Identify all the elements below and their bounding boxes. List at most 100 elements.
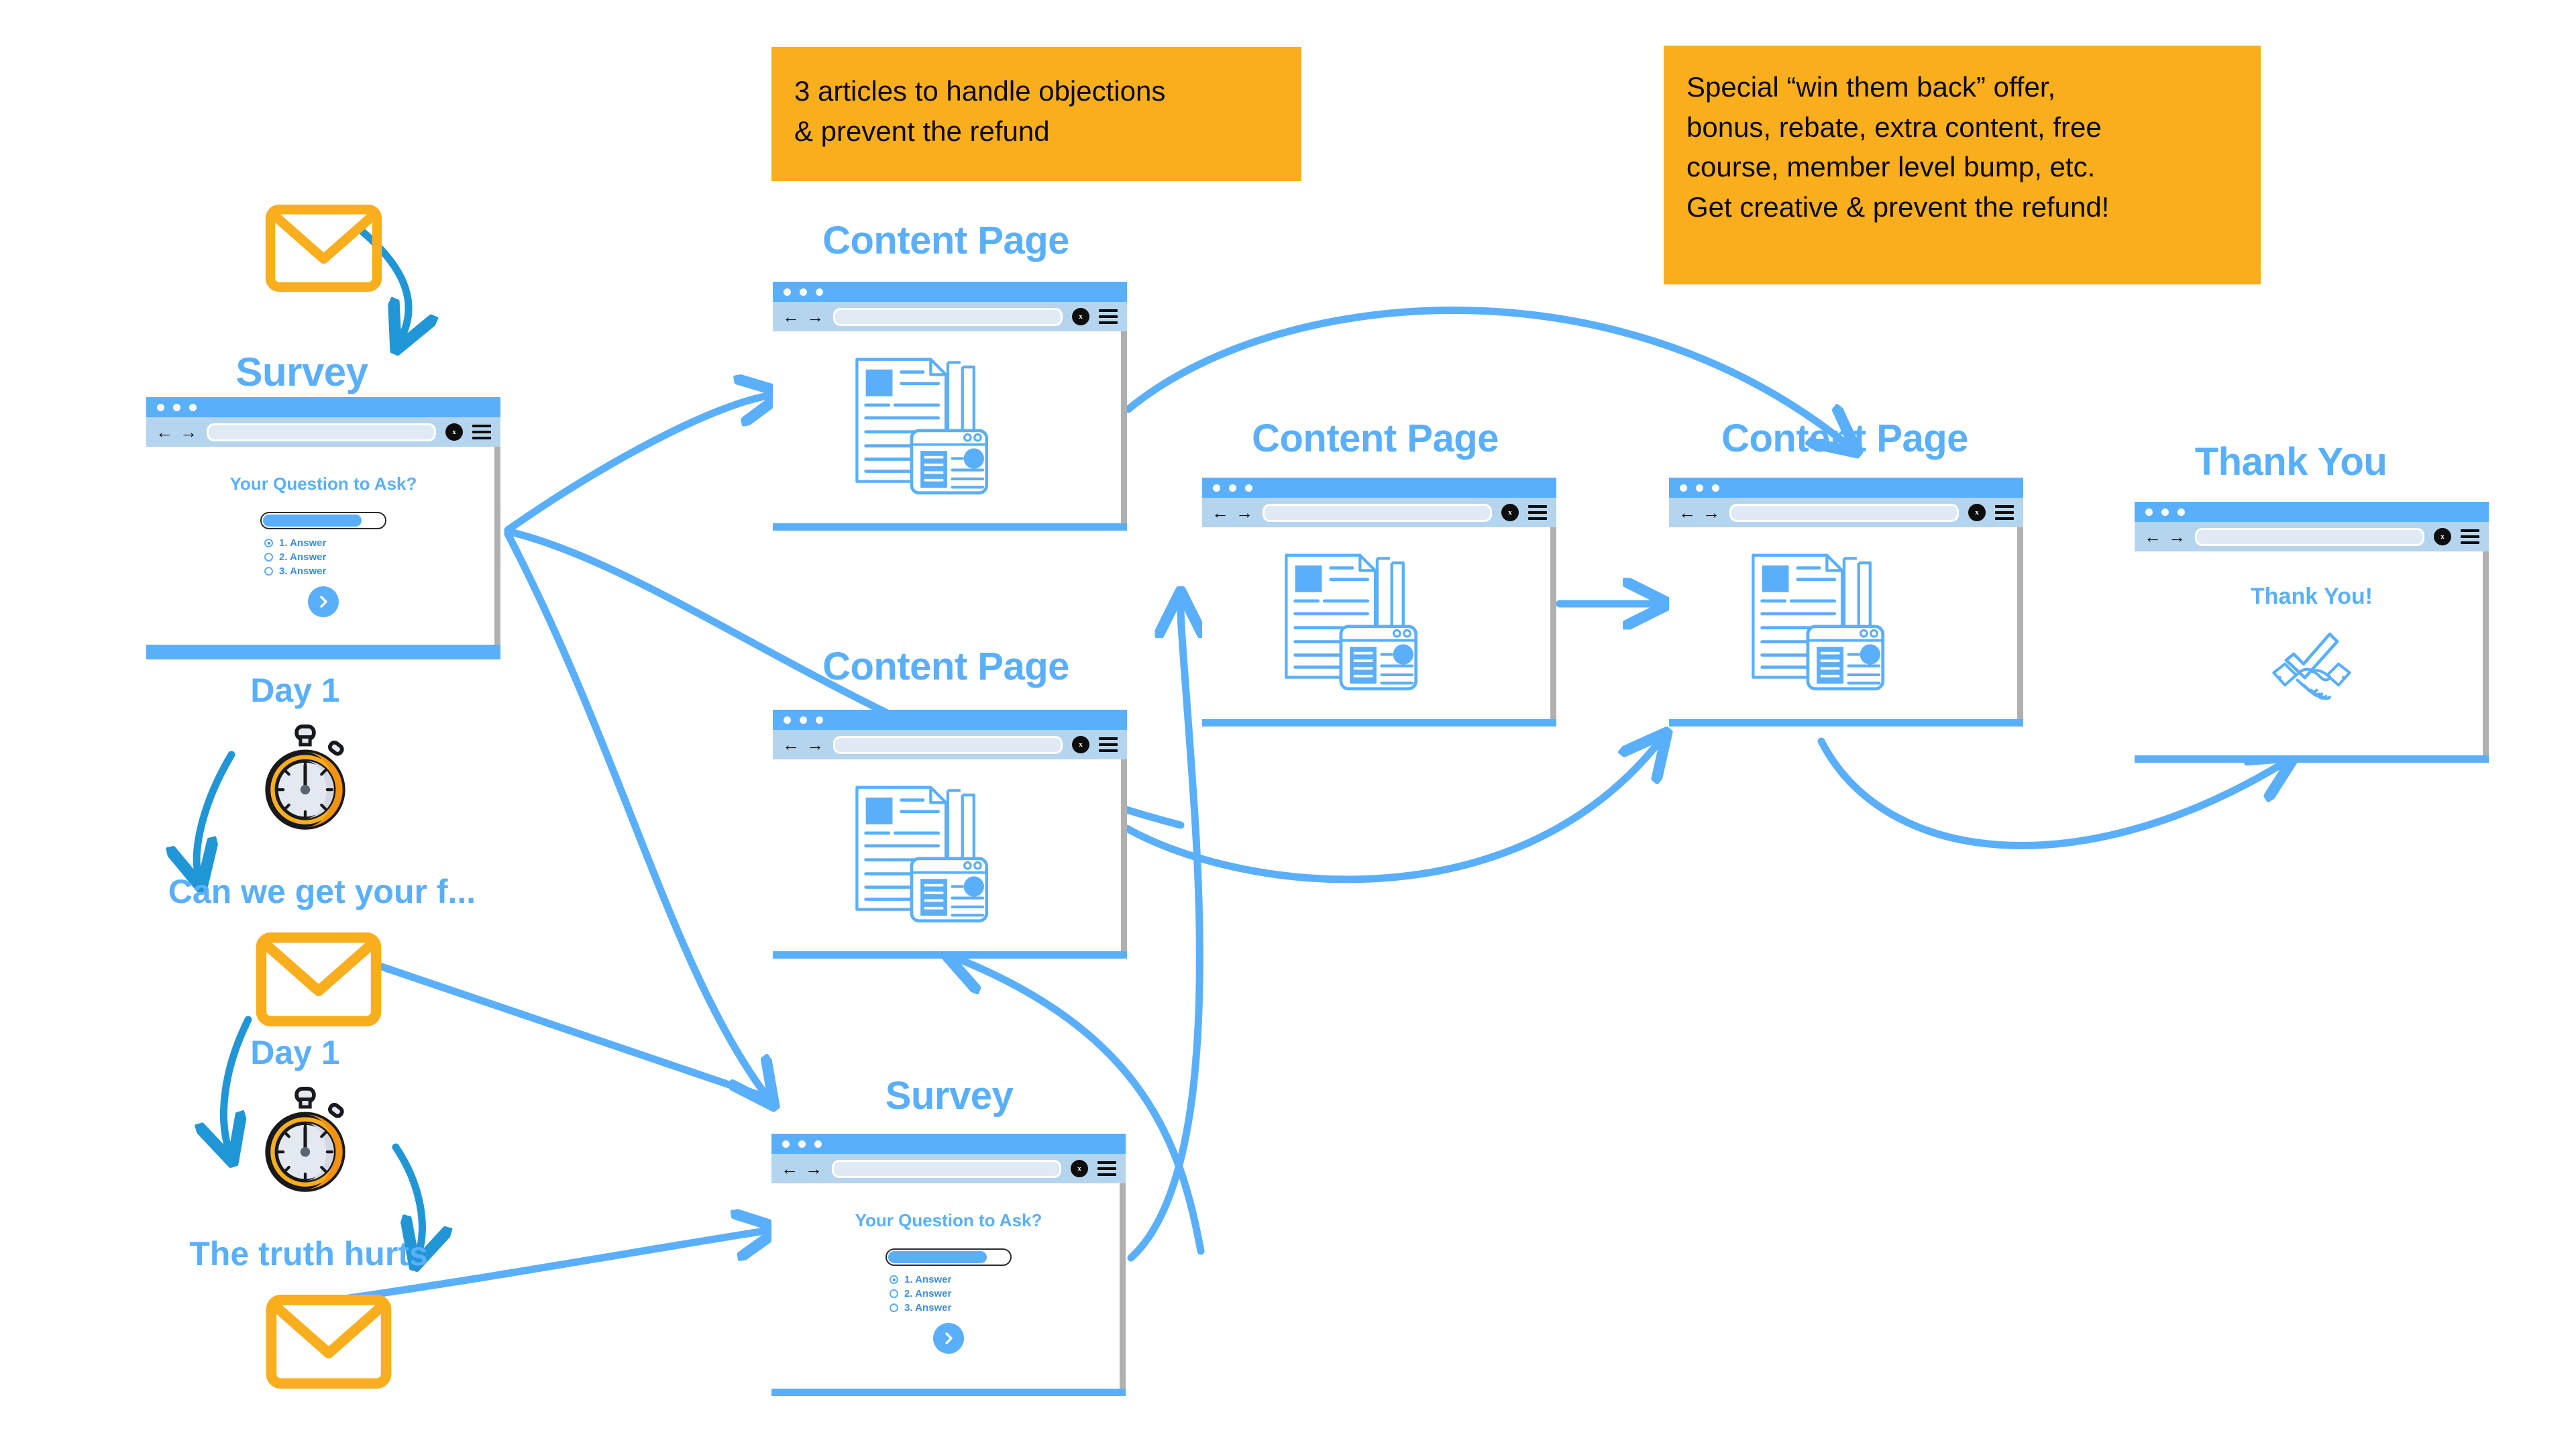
arrow-left-icon[interactable]: ← [156,422,173,442]
browser-window-content-3[interactable]: ← → x [1202,478,1556,719]
browser-window-survey-bottom[interactable]: ← → x Your Question to Ask? 1. Answer 2.… [771,1134,1126,1389]
node-title-thank-you: Thank You [2194,440,2387,484]
survey-progress-fill [888,1251,987,1263]
window-dot-green [816,716,823,724]
arrow-left-icon[interactable]: ← [1212,502,1229,523]
window-scroll-edge[interactable] [2017,527,2023,719]
window-titlebar [1202,478,1556,498]
close-icon[interactable]: x [1071,1160,1088,1177]
radio-icon-selected[interactable] [890,1275,898,1284]
browser-window-thank-you[interactable]: ← → x Thank You! [2135,502,2489,755]
arrow-left-icon[interactable]: ← [782,735,800,755]
radio-icon[interactable] [264,567,273,576]
window-toolbar: ← → x [771,1154,1126,1183]
node-title-survey-bottom: Survey [885,1074,1014,1118]
window-dot-yellow [2161,508,2169,516]
address-bar-input[interactable] [1263,503,1492,522]
arrow-left-icon[interactable]: ← [1678,502,1696,523]
hamburger-menu-icon[interactable] [1097,1161,1116,1176]
survey-next-button[interactable] [933,1323,964,1354]
arrow-right-icon[interactable]: → [806,307,824,327]
window-viewport [773,331,1127,523]
arrow-right-icon[interactable]: → [806,735,824,755]
radio-icon[interactable] [890,1289,898,1298]
hamburger-menu-icon[interactable] [1528,505,1547,520]
survey-progress-slider[interactable] [260,512,386,529]
window-scroll-edge[interactable] [1550,527,1556,719]
window-scroll-edge[interactable] [2483,551,2489,755]
hamburger-menu-icon[interactable] [1995,505,2014,520]
window-dot-yellow [1229,484,1236,492]
browser-window-content-4[interactable]: ← → x [1669,478,2023,719]
window-dot-green [189,403,197,411]
arrow-right-icon[interactable]: → [1703,502,1720,523]
window-viewport: Your Question to Ask? 1. Answer 2. Answe… [146,447,500,652]
close-icon[interactable]: x [445,423,463,441]
document-stack-icon [1285,553,1418,691]
survey-answer-label: 2. Answer [279,551,327,563]
arrow-right-icon[interactable]: → [180,422,197,442]
window-baseline-content-4 [1669,719,2023,727]
hamburger-menu-icon[interactable] [1099,737,1118,752]
window-dot-red [1680,484,1687,492]
window-dot-red [784,288,791,296]
radio-icon-selected[interactable] [264,539,273,547]
address-bar-input[interactable] [1729,503,1959,522]
step-label-subject-1: Can we get your f... [168,873,476,910]
close-icon[interactable]: x [1072,736,1089,753]
window-scroll-edge[interactable] [1121,331,1127,523]
window-titlebar [146,397,500,417]
browser-window-content-2[interactable]: ← → x [773,710,1127,951]
survey-progress-slider[interactable] [885,1248,1012,1266]
address-bar-input[interactable] [832,1159,1061,1178]
survey-answer-1[interactable]: 1. Answer [890,1274,1126,1285]
survey-answer-1[interactable]: 1. Answer [264,537,500,549]
hamburger-menu-icon[interactable] [1099,309,1118,324]
arrow-left-icon[interactable]: ← [782,307,800,327]
note-articles: 3 articles to handle objections & preven… [771,47,1301,181]
arrow-right-icon[interactable]: → [1236,502,1253,523]
survey-answer-3[interactable]: 3. Answer [890,1302,1126,1313]
close-icon[interactable]: x [2434,528,2451,545]
window-scroll-edge[interactable] [1120,1183,1126,1389]
radio-icon[interactable] [890,1303,898,1312]
survey-answer-2[interactable]: 2. Answer [890,1288,1126,1299]
window-dot-yellow [800,716,807,724]
address-bar-input[interactable] [2195,527,2424,546]
close-icon[interactable]: x [1072,308,1089,325]
window-baseline-content-1 [773,523,1127,531]
survey-answer-label: 1. Answer [904,1274,952,1285]
survey-answer-2[interactable]: 2. Answer [264,551,500,563]
window-dot-red [1213,484,1220,492]
survey-answer-3[interactable]: 3. Answer [264,566,500,577]
address-bar-input[interactable] [833,307,1063,326]
envelope-icon-1 [265,205,382,292]
node-title-content-1: Content Page [822,219,1069,262]
address-bar-input[interactable] [207,423,436,441]
window-viewport [1669,527,2023,719]
hamburger-menu-icon[interactable] [2461,529,2479,544]
window-dot-green [814,1140,822,1148]
arrow-left-icon[interactable]: ← [781,1159,798,1179]
window-titlebar [771,1134,1126,1154]
radio-icon[interactable] [264,553,273,561]
arrow-left-icon[interactable]: ← [2144,527,2161,547]
window-scroll-edge[interactable] [494,447,500,652]
document-stack-icon [855,786,989,923]
survey-next-button[interactable] [308,586,339,617]
browser-window-survey-top[interactable]: ← → x Your Question to Ask? 1. Answer [146,397,500,652]
article-stack-icon [1275,551,1429,701]
arrow-right-icon[interactable]: → [2168,527,2186,547]
close-icon[interactable]: x [1968,504,1986,521]
arrow-right-icon[interactable]: → [805,1159,822,1179]
window-baseline-content-3 [1202,719,1556,727]
window-toolbar: ← → x [1202,498,1556,527]
node-title-content-2: Content Page [822,645,1069,688]
browser-window-content-1[interactable]: ← → x [773,282,1127,523]
address-bar-input[interactable] [833,735,1063,754]
hamburger-menu-icon[interactable] [472,425,491,439]
window-scroll-edge[interactable] [1121,759,1127,951]
close-icon[interactable]: x [1501,504,1519,521]
survey-answer-label: 2. Answer [904,1288,952,1299]
survey-answer-list: 1. Answer 2. Answer 3. Answer [890,1274,1126,1313]
